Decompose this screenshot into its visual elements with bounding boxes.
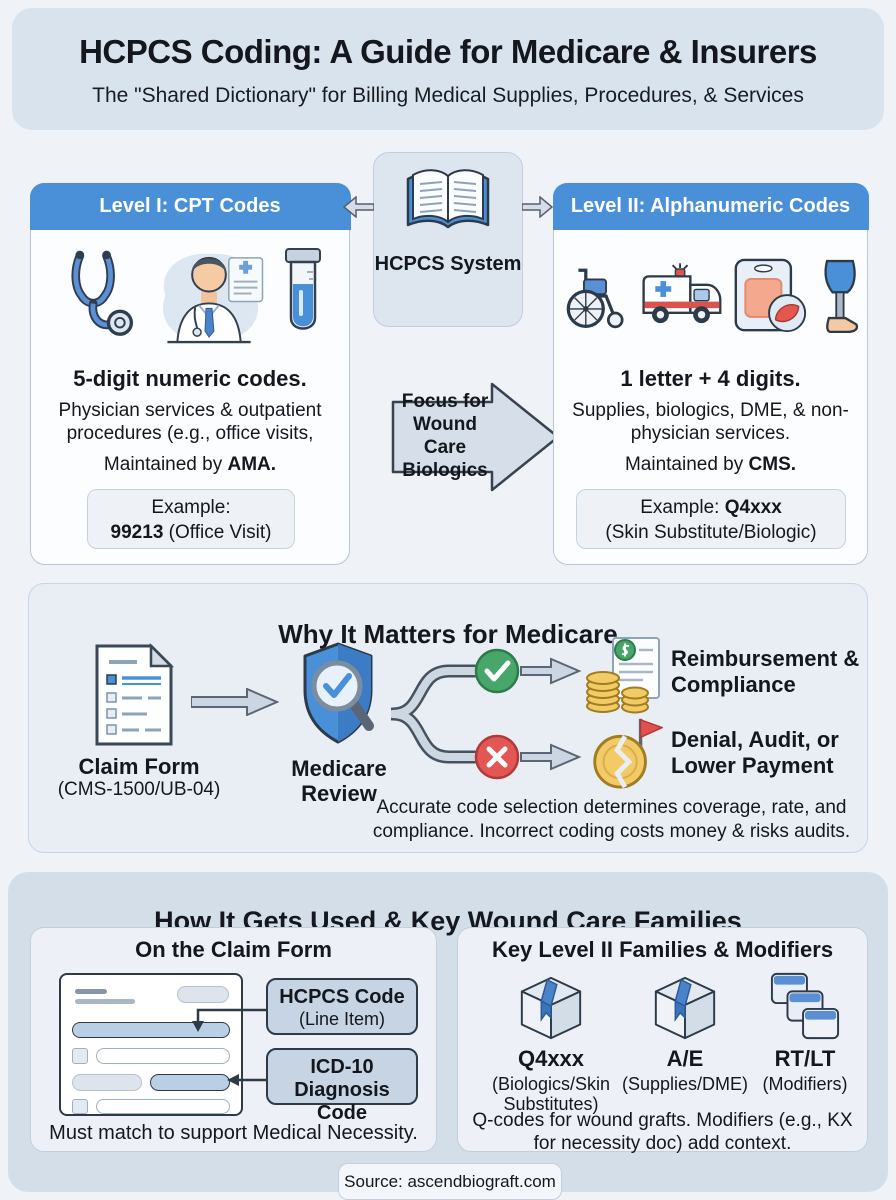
focus-arrow-label: Focus for Wound Care Biologics [401,391,489,481]
hcpcs-callout-sub: (Line Item) [298,1009,386,1029]
form-hcpcs-line-item [72,1022,230,1038]
level2-maintained-org: CMS. [748,453,797,475]
level2-maintained-prefix: Maintained by [624,453,749,475]
family-code: Q4xxx [517,1046,585,1071]
level1-maintained-org: AMA. [227,453,277,475]
arrow-to-good-icon [520,657,582,685]
level1-body-line: Physician services & outpatient procedur… [58,399,322,444]
form-field [177,986,229,1003]
medicare-review-shield-icon [297,640,379,755]
form-field [96,1048,230,1064]
level1-example-box: Example: 99213 (Office Visit) [87,489,295,549]
level2-bold-line: 1 letter + 4 digits. [620,365,801,391]
family-item-rtlt: RT/LT (Modifiers) [746,968,864,1094]
level1-icons-row [31,240,349,358]
icd10-callout-line1: ICD-10 [310,1056,374,1078]
prosthetic-leg-icon [816,255,862,342]
level2-icons-row [554,240,867,358]
hcpcs-code-callout: HCPCS Code (Line Item) [266,978,418,1035]
source-attribution: Source: ascendbiograft.com [338,1163,562,1200]
family-desc: (Modifiers) [762,1074,848,1094]
family-code: RT/LT [774,1046,836,1071]
level2-maintained-line: Maintained by CMS. [554,454,867,476]
arrow-to-bad-icon [520,743,582,771]
outcome-bad-label: Denial, Audit, or Lower Payment [671,727,839,778]
claim-card-title: On the Claim Form [135,937,332,962]
icd10-callout: ICD-10 Diagnosis Code [266,1048,418,1124]
level1-example-label: Example: [151,497,231,518]
doctor-icon [147,244,272,353]
claim-form-subtitle: (CMS-1500/UB-04) [57,779,221,801]
level1-maintained-line: Maintained by AMA. [31,454,349,476]
level1-panel: Level I: CPT Codes [29,182,351,565]
level2-example-line1: Example: Q4xxx [577,496,845,521]
hcpcs-callout-title: HCPCS Code [279,986,405,1008]
family-desc: (Biologics/Skin Substitutes) [491,1074,611,1115]
big-right-arrow-icon [391,382,560,492]
package-box-icon [486,968,616,1042]
level2-header: Level II: Alphanumeric Codes [552,182,869,230]
claim-form-label: Claim Form (CMS-1500/UB-04) [44,754,234,801]
form-field [72,1074,142,1091]
page-subtitle: The "Shared Dictionary" for Billing Medi… [92,84,804,107]
form-line [75,999,135,1004]
stacked-cards-icon [746,968,864,1042]
hcpcs-system-card: HCPCS System [373,152,523,327]
form-field [96,1099,230,1114]
check-circle-icon [474,648,520,694]
claim-form-title: Claim Form [78,754,200,779]
arrow-left-icon [342,195,375,219]
medicare-review-label: Medicare Review [291,756,387,807]
test-tube-icon [280,246,326,351]
family-code: A/E [666,1046,704,1071]
claim-card-note: Must match to support Medical Necessity. [49,1122,418,1144]
why-it-matters-section: Why It Matters for Medicare Claim Form (… [28,583,868,853]
denial-broken-coin-icon [585,712,664,795]
hcpcs-system-label: HCPCS System [374,253,522,275]
skin-substitute-package-icon [732,255,808,342]
focus-wound-care-arrow: Focus for Wound Care Biologics [390,374,562,500]
header-banner: HCPCS Coding: A Guide for Medicare & Ins… [12,8,884,130]
icd10-callout-line2: Diagnosis Code [294,1079,390,1124]
arrow-right-icon [521,195,554,219]
flow-arrow-icon [190,687,280,721]
level2-example-desc: (Skin Substitute/Biologic) [605,521,817,543]
level2-example-prefix: Example: [640,497,725,518]
families-note: Q-codes for wound grafts. Modifiers (e.g… [472,1110,853,1155]
reimbursement-coins-icon [585,634,663,719]
level1-example-code: 99213 [110,521,164,543]
stethoscope-icon [55,246,139,351]
families-card: Key Level II Families & Modifiers Q4xxx … [457,927,868,1155]
level1-maintained-prefix: Maintained by [103,453,228,475]
level1-example-value: 99213 (Office Visit) [88,521,294,546]
level1-example-desc: (Office Visit) [163,521,272,543]
ambulance-icon [638,258,724,339]
families-card-title: Key Level II Families & Modifiers [491,937,834,962]
package-box-icon [620,968,750,1042]
how-used-section: How It Gets Used & Key Wound Care Famili… [8,872,888,1192]
form-checkbox [72,1099,88,1114]
family-desc: (Supplies/DME) [621,1074,749,1094]
open-book-icon [400,169,496,247]
family-item-ae: A/E (Supplies/DME) [620,968,750,1094]
wheelchair-icon [560,258,630,339]
form-line [75,989,107,994]
form-diagnosis-field [150,1074,230,1091]
level1-header: Level I: CPT Codes [29,182,351,230]
family-item-q4xxx: Q4xxx (Biologics/Skin Substitutes) [486,968,616,1114]
page-title: HCPCS Coding: A Guide for Medicare & Ins… [79,33,817,70]
level2-body-line: Supplies, biologics, DME, & non-physicia… [572,399,849,444]
level1-bold-line: 5-digit numeric codes. [73,365,307,391]
decision-fork [386,636,583,793]
level2-panel: Level II: Alphanumeric Codes [552,182,869,565]
callout-connectors [192,1008,266,1086]
claim-form-document-icon [87,638,179,757]
claim-form-mock [59,973,243,1116]
form-checkbox [72,1048,88,1064]
why-footnote: Accurate code selection determines cover… [372,797,851,842]
claim-form-card: On the Claim Form HCPCS Code [30,927,437,1152]
outcome-good-label: Reimbursement & Compliance [671,646,860,697]
level2-example-box: Example: Q4xxx (Skin Substitute/Biologic… [576,489,846,549]
level2-example-code: Q4xxx [724,497,782,518]
